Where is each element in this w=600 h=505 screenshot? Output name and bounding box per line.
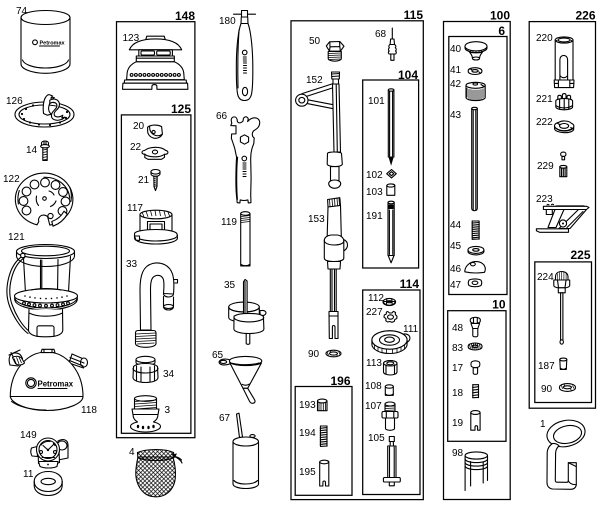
svg-text:220: 220 — [536, 33, 553, 44]
svg-text:229: 229 — [537, 161, 554, 172]
svg-text:148: 148 — [175, 9, 195, 23]
svg-text:50: 50 — [309, 36, 321, 47]
svg-text:193: 193 — [299, 400, 316, 411]
svg-text:112: 112 — [368, 293, 384, 304]
svg-text:107: 107 — [365, 401, 382, 412]
svg-text:196: 196 — [330, 374, 350, 388]
svg-text:98: 98 — [452, 448, 464, 459]
svg-text:45: 45 — [450, 241, 462, 252]
svg-text:47: 47 — [450, 280, 462, 291]
svg-text:195: 195 — [299, 467, 316, 478]
svg-text:152: 152 — [306, 75, 323, 86]
svg-text:22: 22 — [130, 142, 142, 153]
svg-text:101: 101 — [368, 96, 385, 107]
svg-text:103: 103 — [366, 187, 383, 198]
svg-text:111: 111 — [403, 324, 419, 335]
svg-text:118: 118 — [81, 405, 97, 416]
svg-text:3: 3 — [165, 405, 171, 416]
svg-text:Petromax: Petromax — [38, 380, 74, 389]
svg-text:102: 102 — [366, 170, 383, 181]
svg-text:227: 227 — [366, 307, 383, 318]
svg-text:40: 40 — [450, 44, 462, 55]
svg-text:19: 19 — [452, 418, 464, 429]
svg-text:41: 41 — [450, 65, 462, 76]
svg-text:100: 100 — [490, 9, 510, 23]
svg-text:18: 18 — [452, 388, 464, 399]
svg-text:90: 90 — [541, 384, 553, 395]
svg-text:66: 66 — [216, 111, 228, 122]
svg-text:222: 222 — [536, 117, 553, 128]
svg-text:17: 17 — [452, 363, 464, 374]
svg-text:Petromax: Petromax — [40, 40, 66, 46]
svg-text:104: 104 — [398, 68, 418, 82]
svg-text:42: 42 — [450, 79, 462, 90]
svg-text:65: 65 — [212, 350, 224, 361]
svg-text:117: 117 — [127, 203, 143, 214]
svg-text:44: 44 — [450, 220, 462, 231]
svg-text:11: 11 — [23, 469, 34, 480]
svg-text:149: 149 — [20, 430, 37, 441]
svg-text:34: 34 — [163, 369, 175, 380]
svg-text:123: 123 — [123, 33, 140, 44]
svg-text:126: 126 — [6, 96, 23, 107]
svg-text:187: 187 — [538, 361, 555, 372]
svg-text:33: 33 — [126, 259, 138, 270]
svg-text:105: 105 — [368, 433, 385, 444]
svg-text:119: 119 — [221, 217, 237, 228]
svg-text:46: 46 — [450, 264, 462, 275]
svg-text:10: 10 — [492, 298, 506, 312]
svg-text:114: 114 — [400, 277, 420, 291]
svg-text:225: 225 — [570, 248, 590, 262]
svg-text:194: 194 — [299, 428, 316, 439]
svg-text:35: 35 — [224, 280, 236, 291]
svg-text:68: 68 — [375, 29, 387, 40]
svg-text:221: 221 — [536, 94, 553, 105]
svg-text:4: 4 — [129, 447, 135, 458]
svg-text:6: 6 — [498, 24, 505, 38]
svg-text:74: 74 — [16, 6, 28, 17]
svg-text:191: 191 — [366, 211, 383, 222]
svg-text:224: 224 — [537, 272, 554, 283]
svg-text:125: 125 — [171, 102, 191, 116]
svg-text:48: 48 — [452, 323, 464, 334]
svg-text:223: 223 — [536, 194, 553, 205]
svg-text:180: 180 — [219, 16, 236, 27]
svg-text:21: 21 — [138, 175, 150, 186]
svg-text:226: 226 — [575, 9, 595, 23]
svg-text:153: 153 — [308, 214, 325, 225]
svg-text:113: 113 — [366, 358, 382, 369]
svg-text:14: 14 — [26, 145, 38, 156]
svg-text:83: 83 — [452, 343, 464, 354]
svg-text:67: 67 — [219, 413, 231, 424]
svg-text:1: 1 — [540, 419, 546, 430]
svg-text:90: 90 — [308, 349, 320, 360]
svg-text:108: 108 — [365, 381, 382, 392]
svg-text:115: 115 — [404, 8, 424, 22]
svg-text:121: 121 — [8, 232, 25, 243]
svg-text:20: 20 — [133, 121, 145, 132]
svg-text:122: 122 — [3, 174, 20, 185]
svg-text:43: 43 — [450, 110, 462, 121]
